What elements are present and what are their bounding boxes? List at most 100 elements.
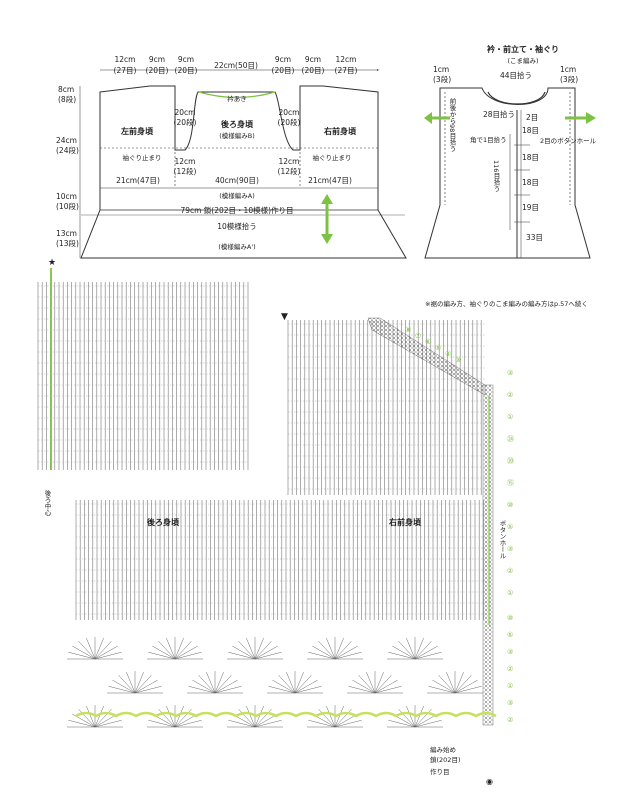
collar-row-marker: ⑧ (405, 326, 411, 334)
fan-stitch (246, 637, 256, 660)
band-row-marker: ② (507, 716, 513, 724)
fan-stitch (214, 685, 242, 694)
neckline-accent (198, 91, 276, 99)
fan-stitch (214, 671, 224, 694)
fan-stitch (454, 685, 482, 694)
fan-stitch (318, 641, 336, 660)
fan-stitch (334, 651, 362, 660)
fan-stitch (152, 645, 176, 660)
fan-stitch (174, 719, 202, 728)
left-front-label: 左前身頃 (120, 126, 154, 136)
fan-stitch (166, 637, 176, 660)
band-row-marker: ③ (507, 369, 513, 377)
fan-stitch (86, 705, 96, 728)
fan-stitch (432, 679, 456, 694)
band-row-marker: ⑩ (507, 614, 513, 622)
collar-18-a: 18目 (522, 126, 539, 135)
fan-stitch (366, 671, 376, 694)
width-3-st: (20目) (175, 66, 198, 75)
fan-stitch (134, 671, 144, 694)
back-upper-panel (37, 282, 249, 470)
fan-stitch (348, 685, 376, 694)
fan-stitch (294, 671, 304, 694)
fan-stitch (134, 675, 152, 694)
collar-side-pickup: 前後から98目拾う (448, 97, 456, 152)
fan-stitch (134, 685, 162, 694)
chart-note: ※裾の編み方、袖ぐりのこま編みの編み方はp.57へ続く (425, 299, 588, 308)
fan-stitch (108, 685, 136, 694)
width-7-st: (27目) (335, 66, 358, 75)
fan-stitch (238, 641, 256, 660)
pattern-a2-label: (模様編みA') (218, 242, 255, 251)
fan-stitch (374, 679, 398, 694)
collar-row-marker: ⑦ (415, 332, 421, 340)
fan-stitch (94, 705, 104, 728)
mid-right-cm: 12cm (279, 157, 300, 166)
lower-panel (75, 500, 485, 620)
band-row-marker: ③ (507, 699, 513, 707)
width-3-cm: 9cm (178, 55, 194, 64)
fan-stitch (398, 641, 416, 660)
fan-stitch (398, 709, 416, 728)
fan-stitch (214, 675, 232, 694)
fan-stitch (254, 641, 272, 660)
armhole-drop-right-cm: 20cm (279, 108, 300, 117)
chain-start-label: 79cm 鎖(202目・10模様)作り目 (180, 205, 293, 215)
fan-stitch (254, 637, 264, 660)
fan-stitch (174, 637, 184, 660)
chart-back-label: 後ろ身頃 (147, 517, 180, 527)
right-upper-panel (287, 320, 485, 495)
collar-buttonhole: 2目のボタンホール (540, 136, 597, 145)
fan-stitch (326, 637, 336, 660)
schematic-outline (80, 85, 407, 259)
width-5-cm: 9cm (275, 55, 291, 64)
band-row-marker: ⑩ (507, 501, 513, 509)
collar-subtitle: (こま編み) (507, 56, 538, 65)
fan-stitch (78, 641, 96, 660)
width-6-st: (20目) (302, 66, 325, 75)
fan-stitch (352, 679, 376, 694)
collar-19: 19目 (522, 203, 539, 212)
fan-stitch (246, 705, 256, 728)
fan-stitch (414, 651, 442, 660)
fan-stitch (414, 705, 424, 728)
green-horizontal-arrow-right (565, 112, 596, 124)
collar-title: 衿・前立て・袖ぐり (487, 44, 559, 54)
fan-stitch (334, 705, 344, 728)
fan-stitch (94, 719, 122, 728)
fan-stitch (86, 637, 96, 660)
armhole-drop-right-rows: (20段) (278, 117, 301, 127)
fan-stitch (308, 719, 336, 728)
width-4-cm: 22cm(50目) (214, 61, 258, 70)
fan-stitch (294, 685, 322, 694)
fan-stitch (94, 645, 118, 660)
green-hem-wave (75, 711, 497, 718)
fan-stitch (286, 671, 296, 694)
front-band (482, 384, 494, 726)
band-row-marker: ⑤ (507, 523, 513, 531)
fan-stitch (278, 675, 296, 694)
body-schematic: 12cm (27目) 9cm (20目) 9cm (20目) 22cm(50目)… (56, 55, 407, 259)
pattern-pickup-label: 10模様拾う (217, 221, 257, 231)
collar-row-marker: ④ (445, 350, 451, 358)
fan-stitch (254, 651, 282, 660)
fan-stitch (174, 651, 202, 660)
width-2-st: (20目) (146, 66, 169, 75)
fan-stitch (94, 641, 112, 660)
fan-stitch (254, 705, 264, 728)
height-4-rows: (13段) (56, 238, 79, 248)
fan-stitch (126, 671, 136, 694)
fan-stitch (254, 709, 272, 728)
fan-stitch (446, 671, 456, 694)
band-row-marker: ㉔ (507, 435, 514, 443)
height-1-cm: 8cm (58, 85, 74, 94)
fan-stitch (72, 713, 96, 728)
fan-stitch (414, 641, 432, 660)
chart-right-front-label: 右前身頃 (388, 517, 422, 527)
fan-stitch (312, 645, 336, 660)
width-back: 40cm(90目) (215, 176, 259, 185)
fan-stitch (388, 719, 416, 728)
fan-stitch (374, 675, 392, 694)
collar-outline (424, 87, 591, 259)
